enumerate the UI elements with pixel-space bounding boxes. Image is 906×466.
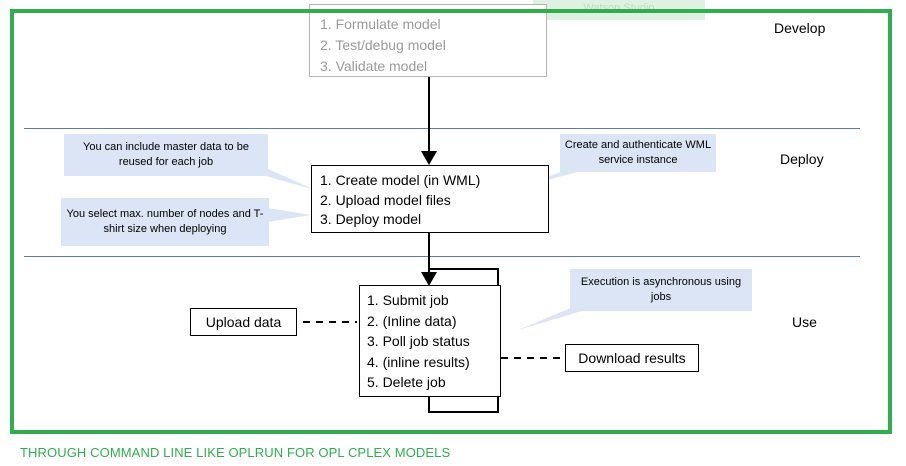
phase-deploy-label: Deploy	[780, 151, 824, 167]
diagram-frame	[10, 9, 892, 434]
use-step-4: 4. (inline results)	[367, 353, 470, 370]
phase-develop-label: Develop	[774, 20, 826, 36]
develop-step-2: 2. Test/debug model	[320, 37, 446, 53]
deploy-step-3: 3. Deploy model	[320, 211, 422, 227]
pointer-nodes	[268, 208, 311, 222]
callout-service: Create and authenticate WML service inst…	[560, 134, 716, 172]
download-results-box: Download results	[565, 344, 699, 372]
use-step-3: 3. Poll job status	[367, 333, 470, 349]
callout-nodes: You select max. number of nodes and T-sh…	[61, 198, 269, 246]
upload-data-label: Upload data	[205, 314, 282, 330]
develop-steps-box: 1. Formulate model 2. Test/debug model 3…	[309, 4, 547, 77]
use-steps-box: 1. Submit job 2. (Inline data) 3. Poll j…	[359, 285, 501, 397]
pointer-async	[518, 305, 602, 330]
develop-step-1: 1. Formulate model	[320, 16, 441, 32]
deploy-step-1: 1. Create model (in WML)	[320, 172, 481, 188]
upload-data-box: Upload data	[190, 308, 297, 336]
job-loop-line	[428, 268, 499, 413]
download-results-label: Download results	[578, 350, 686, 366]
use-step-2: 2. (Inline data)	[367, 312, 457, 329]
separator-develop-deploy	[24, 128, 860, 129]
use-step-5: 5. Delete job	[367, 374, 446, 390]
separator-deploy-use	[24, 256, 860, 257]
callout-async: Execution is asynchronous using jobs	[570, 269, 752, 311]
deploy-steps-box: 1. Create model (in WML) 2. Upload model…	[311, 165, 549, 233]
phase-use-label: Use	[792, 314, 817, 330]
deploy-step-2: 2. Upload model files	[320, 191, 451, 208]
develop-step-3: 3. Validate model	[320, 58, 428, 74]
callout-master-data: You can include master data to be reused…	[64, 134, 268, 176]
use-step-1: 1. Submit job	[367, 292, 449, 308]
figure-caption: THROUGH COMMAND LINE LIKE OPLRUN FOR OPL…	[20, 445, 451, 460]
